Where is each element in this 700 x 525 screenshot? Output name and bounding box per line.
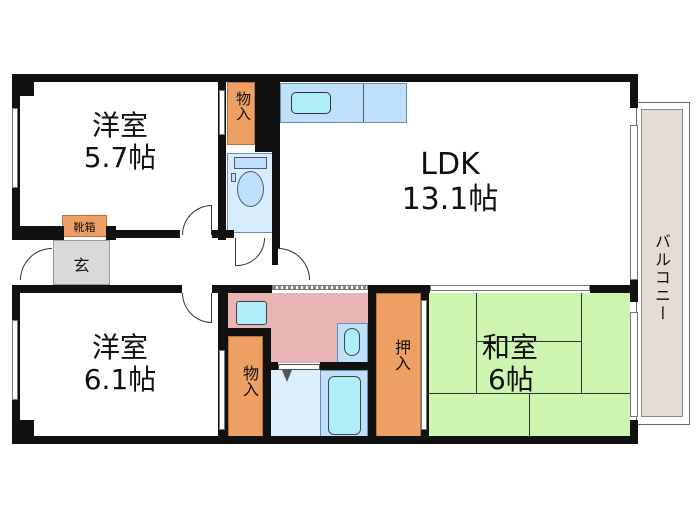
window-japanese-balcony [630,312,638,417]
window-western-room-1 [12,108,18,188]
western-room-2-size: 6.1帖 [83,363,157,397]
window-ldk-balcony [630,125,638,280]
closet-bottom-label: 物入 [240,365,259,397]
ldk-size: 13.1帖 [401,181,499,217]
balcony: バルコニー [636,102,690,425]
shoe-box-label: 靴箱 [73,221,96,234]
toilet-room [227,153,273,233]
front-door[interactable] [20,248,52,280]
dressing-room [270,370,320,440]
bathtub-icon [328,376,361,435]
door-marker-icon [282,370,292,382]
western-room-1 [15,80,220,230]
western-room-2-name: 洋室 [91,331,148,364]
closet-top-label: 物入 [234,91,252,121]
kitchen-counter [280,83,407,123]
sliding-door-oshiire [421,300,427,430]
western-room-2 [15,292,220,440]
entrance: 玄 [53,240,110,285]
washing-machine-space [337,323,368,363]
western-room-1-size: 5.7帖 [83,141,157,175]
bathroom [320,370,368,440]
japanese-room-name: 和室 [482,331,539,364]
ldk-name: LDK [420,147,480,182]
wash-basin-icon [236,301,267,325]
window-western-room-2 [12,320,18,400]
oshiire-closet: 押入 [376,293,421,440]
japanese-room [428,293,630,440]
folding-door-bathroom[interactable] [278,364,320,370]
toilet-tank-icon [234,157,267,169]
entrance-label: 玄 [73,256,90,275]
oshiire-label: 押入 [392,339,411,371]
japanese-room-label: 和室 6帖 [482,331,582,397]
ldk-label: LDK 13.1帖 [380,147,520,217]
western-room-1-name: 洋室 [91,109,148,142]
japanese-room-size: 6帖 [488,363,534,397]
western-room-2-label: 洋室 6.1帖 [60,331,180,397]
balcony-label: バルコニー [652,233,671,323]
closet-bottom: 物入 [228,336,263,440]
shoe-box: 靴箱 [62,215,107,237]
sliding-door-japanese [430,285,590,291]
closet-top: 物入 [227,82,255,145]
toilet-bowl-icon [237,171,264,207]
sliding-door-closet-bottom [219,350,225,430]
kitchen-sink-icon [291,92,331,114]
sliding-door-washroom [272,285,368,290]
western-room-1-label: 洋室 5.7帖 [60,109,180,175]
sliding-door-closet-top [219,90,225,135]
